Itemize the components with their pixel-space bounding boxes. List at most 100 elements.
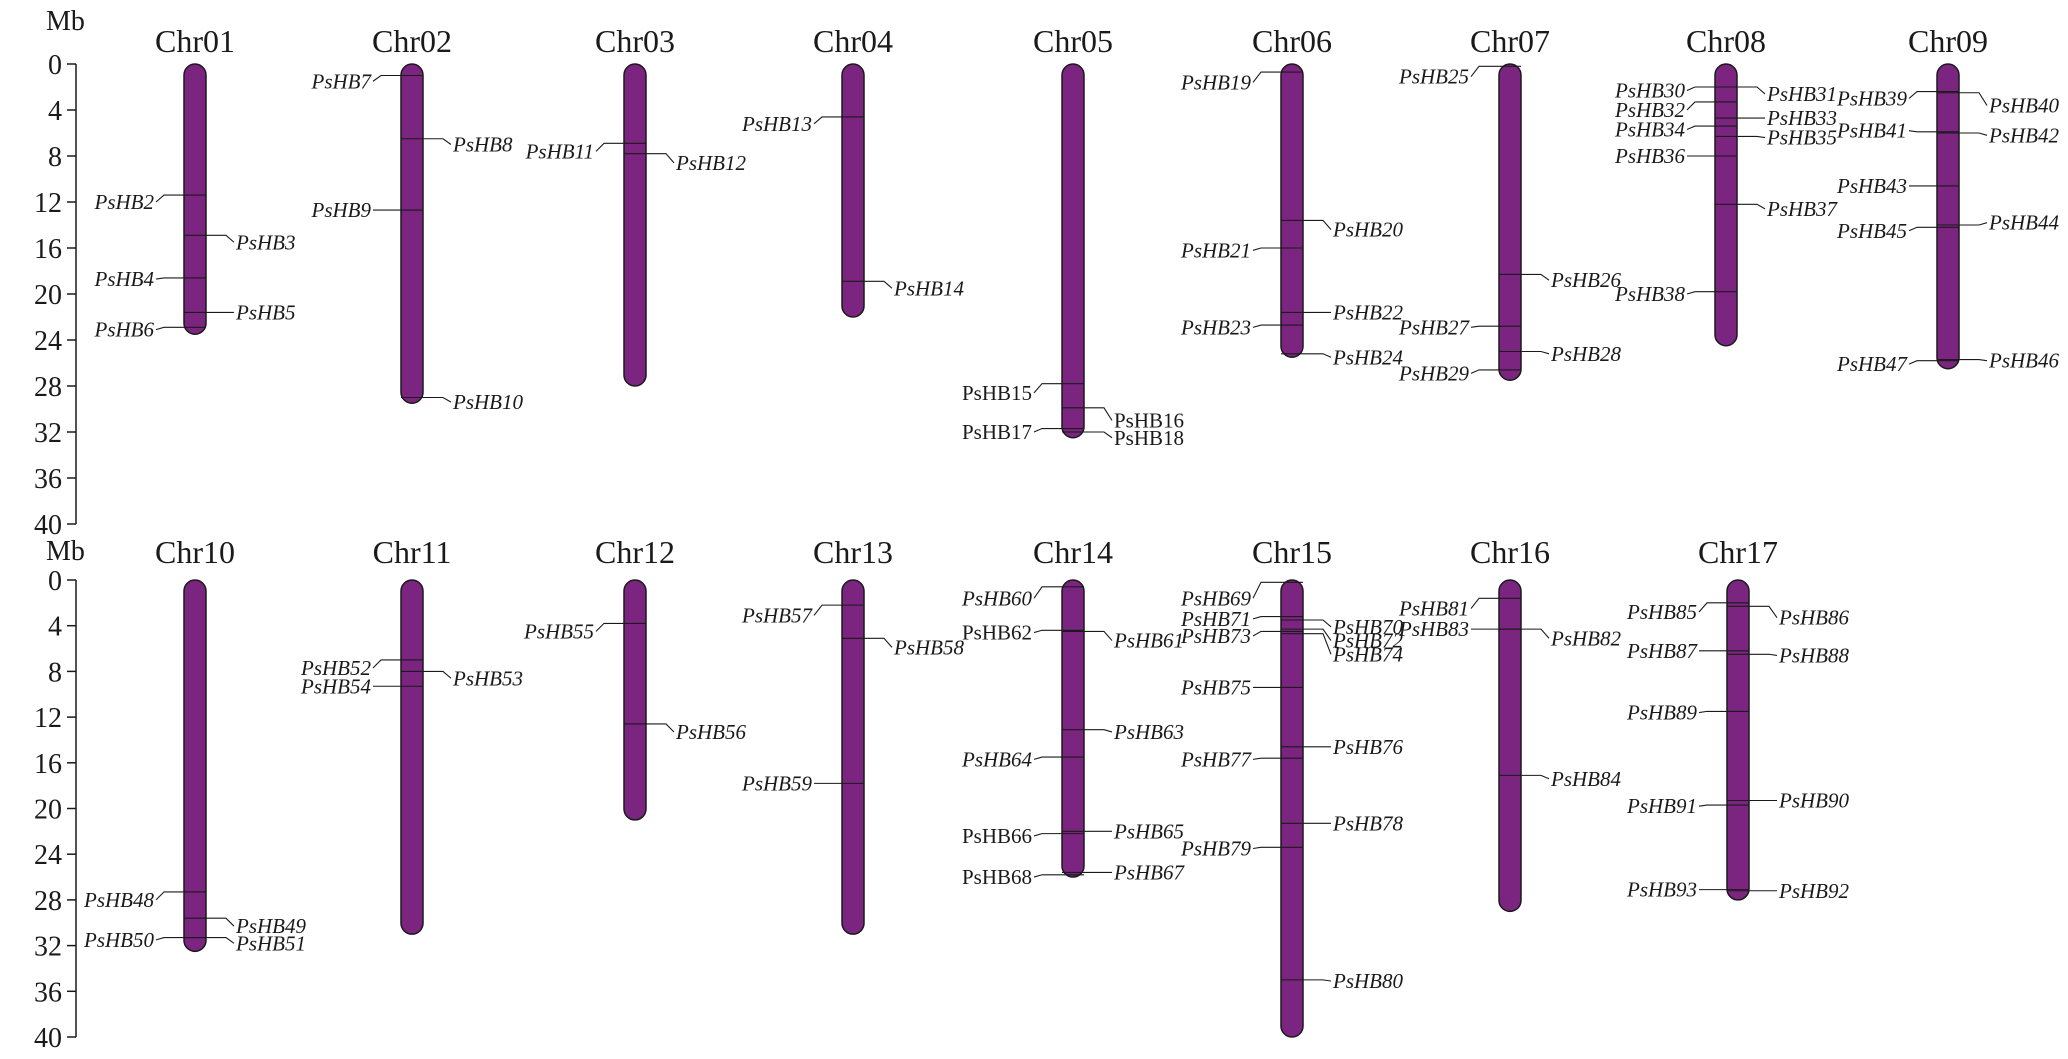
gene-pshb2: PsHB2 bbox=[94, 190, 206, 214]
gene-pshb19: PsHB19 bbox=[1180, 70, 1303, 94]
gene-label: PsHB59 bbox=[741, 771, 812, 795]
gene-leader-line bbox=[1303, 619, 1332, 628]
axis-tick-label: 16 bbox=[34, 749, 62, 780]
gene-label: PsHB89 bbox=[1626, 701, 1697, 725]
gene-label: PsHB3 bbox=[235, 230, 296, 254]
gene-label: PsHB88 bbox=[1778, 643, 1849, 667]
chromosome-title: Chr08 bbox=[1686, 23, 1766, 59]
axis-tick-label: 4 bbox=[48, 612, 62, 643]
gene-leader-line bbox=[1303, 979, 1332, 982]
gene-pshb55: PsHB55 bbox=[523, 619, 646, 643]
gene-label: PsHB67 bbox=[1113, 860, 1185, 884]
chromosome-title: Chr17 bbox=[1698, 534, 1778, 570]
gene-leader-line bbox=[1686, 86, 1715, 91]
gene-label: PsHB20 bbox=[1332, 218, 1403, 242]
chromosome-bar bbox=[1061, 579, 1085, 878]
gene-leader-line bbox=[1470, 65, 1499, 77]
gene-label: PsHB58 bbox=[893, 635, 964, 659]
gene-label: PsHB77 bbox=[1180, 747, 1252, 771]
gene-leader-line bbox=[1470, 369, 1499, 374]
gene-label: PsHB15 bbox=[962, 381, 1032, 405]
gene-label: PsHB29 bbox=[1398, 361, 1469, 385]
gene-pshb80: PsHB80 bbox=[1281, 969, 1403, 993]
panel-2: Mb0481216202428323640Chr10PsHB48PsHB49Ps… bbox=[34, 534, 1849, 1054]
gene-label: PsHB28 bbox=[1550, 342, 1621, 366]
gene-label: PsHB17 bbox=[962, 420, 1032, 444]
gene-pshb87: PsHB87 bbox=[1626, 639, 1749, 663]
gene-label: PsHB72 bbox=[1332, 629, 1403, 653]
gene-pshb43: PsHB43 bbox=[1836, 174, 1959, 198]
gene-pshb77: PsHB77 bbox=[1180, 747, 1303, 771]
gene-leader-line bbox=[1252, 846, 1281, 850]
chromosome-title: Chr14 bbox=[1033, 534, 1113, 570]
gene-leader-line bbox=[1737, 135, 1766, 139]
gene-label: PsHB75 bbox=[1180, 675, 1251, 699]
gene-leader-line bbox=[1303, 628, 1332, 641]
gene-label: PsHB85 bbox=[1626, 600, 1697, 624]
gene-label: PsHB83 bbox=[1398, 617, 1469, 641]
gene-pshb18: PsHB18 bbox=[1062, 426, 1184, 450]
axis-tick-label: 28 bbox=[34, 886, 62, 917]
gene-label: PsHB57 bbox=[741, 603, 813, 627]
axis-tick-label: 32 bbox=[34, 932, 62, 963]
chromosome-bar bbox=[1714, 63, 1738, 347]
gene-leader-line bbox=[1521, 273, 1550, 281]
gene-pshb48: PsHB48 bbox=[83, 888, 206, 912]
chromosome-title: Chr12 bbox=[595, 534, 675, 570]
gene-label: PsHB2 bbox=[94, 190, 155, 214]
gene-pshb53: PsHB53 bbox=[401, 666, 523, 690]
gene-pshb11: PsHB11 bbox=[525, 139, 646, 163]
gene-label: PsHB91 bbox=[1626, 794, 1697, 818]
gene-label: PsHB54 bbox=[300, 674, 371, 698]
gene-pshb63: PsHB63 bbox=[1062, 720, 1184, 744]
gene-leader-line bbox=[1033, 874, 1062, 878]
gene-pshb7: PsHB7 bbox=[311, 69, 423, 93]
gene-label: PsHB9 bbox=[311, 198, 372, 222]
gene-pshb70: PsHB70 bbox=[1281, 615, 1403, 639]
gene-leader-line bbox=[1698, 710, 1727, 714]
axis-tick-label: 0 bbox=[48, 50, 62, 81]
gene-label: PsHB47 bbox=[1836, 352, 1908, 376]
gene-label: PsHB25 bbox=[1398, 65, 1469, 89]
gene-pshb84: PsHB84 bbox=[1499, 767, 1621, 791]
gene-pshb26: PsHB26 bbox=[1499, 268, 1621, 292]
chromosome-chr06: Chr06PsHB19PsHB20PsHB21PsHB22PsHB23PsHB2… bbox=[1180, 23, 1403, 369]
gene-leader-line bbox=[1749, 653, 1778, 656]
axis-tick-label: 40 bbox=[34, 510, 62, 541]
gene-pshb54: PsHB54 bbox=[300, 674, 423, 698]
gene-leader-line bbox=[1033, 629, 1062, 634]
gene-label: PsHB65 bbox=[1113, 819, 1184, 843]
gene-pshb12: PsHB12 bbox=[624, 151, 746, 175]
gene-label: PsHB61 bbox=[1113, 629, 1184, 653]
gene-leader-line bbox=[1252, 324, 1281, 328]
axis-tick-label: 32 bbox=[34, 418, 62, 449]
gene-leader-line bbox=[1908, 360, 1937, 365]
gene-pshb81: PsHB81 bbox=[1398, 597, 1521, 621]
gene-pshb71: PsHB71 bbox=[1180, 607, 1303, 631]
gene-pshb40: PsHB40 bbox=[1937, 92, 2059, 117]
gene-label: PsHB18 bbox=[1114, 426, 1184, 450]
gene-pshb56: PsHB56 bbox=[624, 720, 746, 744]
axis-tick-label: 16 bbox=[34, 234, 62, 265]
gene-label: PsHB33 bbox=[1766, 106, 1837, 130]
gene-leader-line bbox=[1749, 605, 1778, 619]
gene-leader-line bbox=[155, 194, 184, 203]
gene-pshb67: PsHB67 bbox=[1062, 860, 1185, 884]
chromosome-title: Chr06 bbox=[1252, 23, 1332, 59]
gene-pshb30: PsHB30 bbox=[1614, 78, 1737, 102]
gene-pshb22: PsHB22 bbox=[1281, 300, 1403, 324]
gene-pshb8: PsHB8 bbox=[401, 133, 513, 157]
gene-leader-line bbox=[595, 622, 624, 632]
gene-leader-line bbox=[864, 280, 893, 289]
gene-label: PsHB90 bbox=[1778, 789, 1849, 813]
gene-leader-line bbox=[1737, 203, 1766, 210]
gene-pshb90: PsHB90 bbox=[1727, 789, 1849, 813]
chromosome-title: Chr02 bbox=[372, 23, 452, 59]
gene-pshb52: PsHB52 bbox=[300, 656, 423, 680]
